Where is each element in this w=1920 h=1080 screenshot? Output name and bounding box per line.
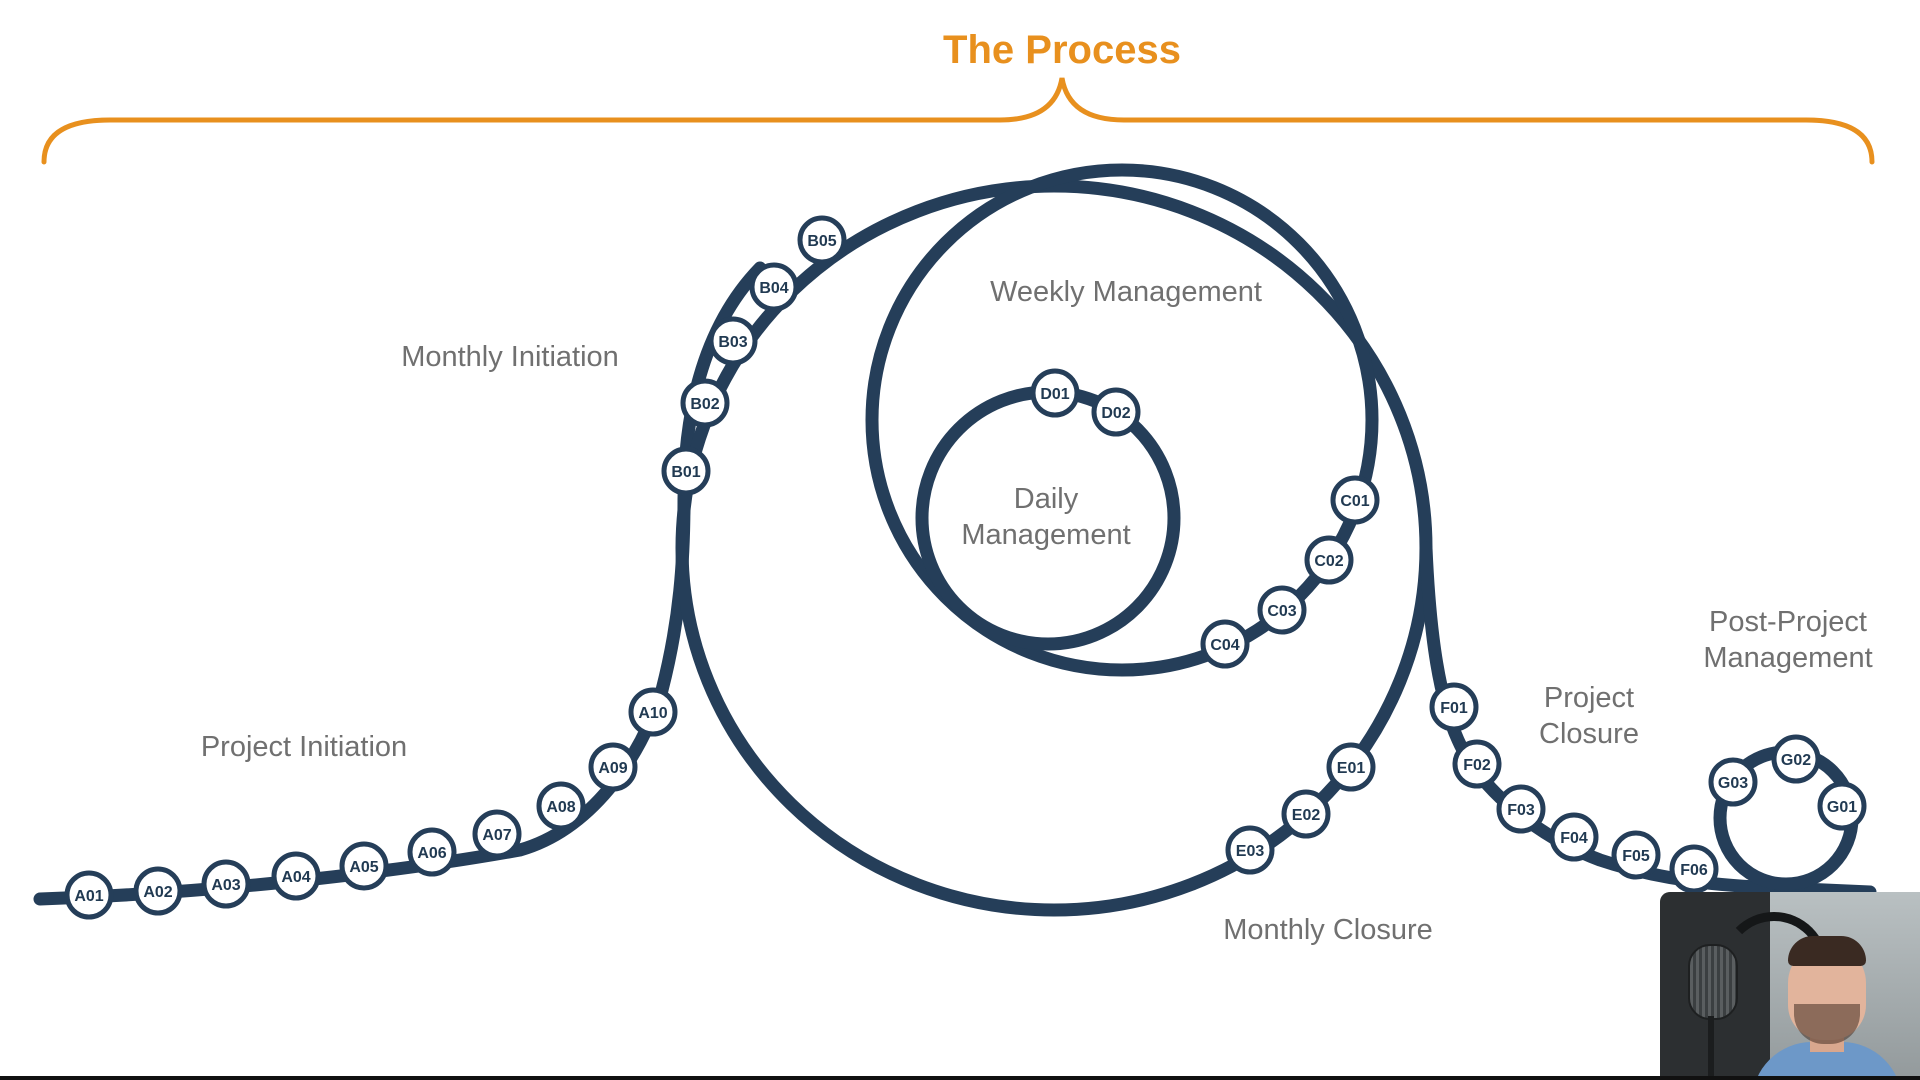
diagram-title: The Process: [943, 28, 1181, 72]
project-initiation-path: [33, 493, 691, 906]
node-a10[interactable]: A10: [628, 687, 678, 737]
node-label: A03: [211, 877, 240, 894]
weekly-loop: [865, 163, 1379, 677]
node-label: A07: [482, 827, 511, 844]
node-label: A09: [598, 760, 627, 777]
node-label: F06: [1680, 862, 1708, 879]
label-post-project-1: Post-Project: [1709, 606, 1867, 638]
label-project-initiation: Project Initiation: [201, 731, 407, 763]
node-label: G01: [1827, 799, 1857, 816]
node-f05[interactable]: F05: [1611, 830, 1661, 880]
node-label: F02: [1463, 757, 1491, 774]
label-monthly-closure: Monthly Closure: [1223, 914, 1433, 946]
node-b05[interactable]: B05: [797, 215, 847, 265]
node-a07[interactable]: A07: [472, 809, 522, 859]
node-f04[interactable]: F04: [1549, 812, 1599, 862]
node-d01[interactable]: D01: [1030, 368, 1080, 418]
node-label: G03: [1718, 775, 1748, 792]
node-c02[interactable]: C02: [1304, 535, 1354, 585]
node-a01[interactable]: A01: [64, 870, 114, 920]
label-project-closure-2: Closure: [1539, 718, 1639, 750]
node-label: G02: [1781, 752, 1811, 769]
node-b01[interactable]: B01: [661, 446, 711, 496]
node-label: C02: [1314, 553, 1343, 570]
node-label: E03: [1236, 843, 1265, 860]
node-label: A05: [349, 859, 378, 876]
node-label: D01: [1040, 386, 1069, 403]
node-a06[interactable]: A06: [407, 827, 457, 877]
node-c03[interactable]: C03: [1257, 585, 1307, 635]
label-post-project-2: Management: [1703, 642, 1872, 674]
node-g03[interactable]: G03: [1708, 757, 1758, 807]
node-c04[interactable]: C04: [1200, 619, 1250, 669]
node-label: E01: [1337, 760, 1366, 777]
node-label: A01: [74, 888, 103, 905]
webcam-overlay: [1660, 892, 1920, 1080]
node-c01[interactable]: C01: [1330, 475, 1380, 525]
node-f01[interactable]: F01: [1429, 682, 1479, 732]
node-label: A02: [143, 884, 172, 901]
node-label: A08: [546, 799, 575, 816]
node-b02[interactable]: B02: [680, 378, 730, 428]
node-a03[interactable]: A03: [201, 859, 251, 909]
node-label: A04: [281, 869, 310, 886]
node-label: F03: [1507, 802, 1535, 819]
node-label: C01: [1340, 493, 1369, 510]
node-label: B01: [671, 464, 700, 481]
node-g02[interactable]: G02: [1771, 734, 1821, 784]
label-project-closure-1: Project: [1544, 682, 1634, 714]
presenter-hair: [1788, 936, 1866, 966]
node-a05[interactable]: A05: [339, 841, 389, 891]
node-label: B03: [718, 334, 747, 351]
node-label: C03: [1267, 603, 1296, 620]
bottom-edge: [0, 1076, 1920, 1080]
label-daily-management-2: Management: [961, 519, 1130, 551]
node-f03[interactable]: F03: [1496, 784, 1546, 834]
node-b04[interactable]: B04: [749, 262, 799, 312]
node-label: D02: [1101, 405, 1130, 422]
node-label: B02: [690, 396, 719, 413]
node-label: F01: [1440, 700, 1468, 717]
node-label: F05: [1622, 848, 1650, 865]
node-a02[interactable]: A02: [133, 866, 183, 916]
node-label: F04: [1560, 830, 1588, 847]
node-f02[interactable]: F02: [1452, 739, 1502, 789]
node-label: A10: [638, 705, 667, 722]
label-daily-management-1: Daily: [1014, 483, 1079, 515]
daily-loop: [915, 385, 1181, 651]
node-g01[interactable]: G01: [1817, 781, 1867, 831]
node-label: C04: [1210, 637, 1239, 654]
node-label: B04: [759, 280, 788, 297]
mic-stand: [1708, 1016, 1714, 1080]
node-e03[interactable]: E03: [1225, 825, 1275, 875]
label-weekly-management: Weekly Management: [990, 276, 1262, 308]
node-e01[interactable]: E01: [1326, 742, 1376, 792]
node-label: E02: [1292, 807, 1321, 824]
node-e02[interactable]: E02: [1281, 789, 1331, 839]
node-b03[interactable]: B03: [708, 316, 758, 366]
node-d02[interactable]: D02: [1091, 387, 1141, 437]
node-a08[interactable]: A08: [536, 781, 586, 831]
node-label: A06: [417, 845, 446, 862]
node-a09[interactable]: A09: [588, 742, 638, 792]
node-label: B05: [807, 233, 836, 250]
title-brace: [41, 77, 1875, 165]
node-f06[interactable]: F06: [1669, 844, 1719, 894]
node-a04[interactable]: A04: [271, 851, 321, 901]
label-monthly-initiation: Monthly Initiation: [401, 341, 619, 373]
